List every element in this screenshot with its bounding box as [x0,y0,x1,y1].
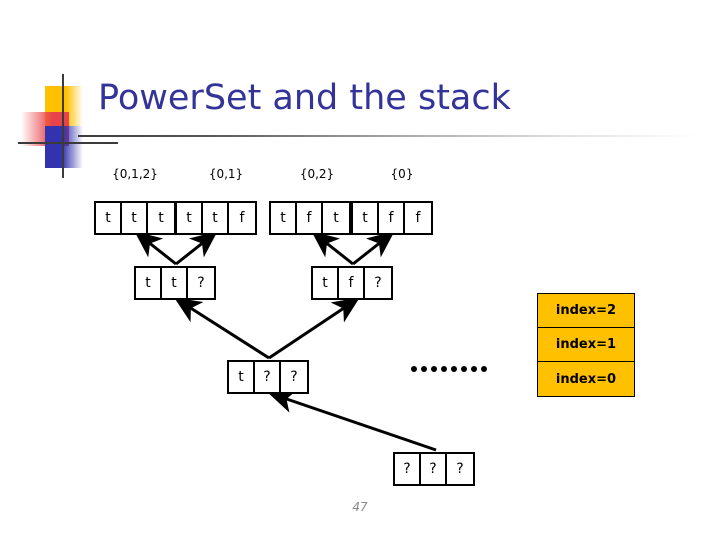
logo-blue-square [45,126,83,168]
ellipsis-dots [411,366,487,372]
cell: ? [395,454,421,484]
set-label-3: {0} [390,167,414,181]
cell: ? [281,362,307,392]
cell: t [313,268,339,298]
cell-group-tf-unknown[interactable]: t f ? [311,266,393,300]
ellipsis-dot [461,366,467,372]
index-box-2: index=2 [538,294,634,328]
cell: t [148,203,174,233]
cell-group-t-unknown-unknown[interactable]: t ? ? [227,360,309,394]
arrow-tt-to-set012 [134,231,177,266]
cell: t [177,203,203,233]
cell: ? [421,454,447,484]
cell-group-set-0-2[interactable]: t f t [269,201,351,235]
index-box-1: index=1 [538,328,634,362]
cell-group-tt-unknown[interactable]: t t ? [134,266,216,300]
ellipsis-dot [441,366,447,372]
cell: ? [188,268,214,298]
cell: ? [255,362,281,392]
cell: f [297,203,323,233]
cell: t [229,362,255,392]
logo-horizontal-line [18,142,118,144]
set-label-1: {0,1} [208,167,244,181]
arrow-t-to-tf [268,297,360,360]
cell: f [229,203,255,233]
cell: t [122,203,148,233]
set-label-2: {0,2} [299,167,335,181]
ellipsis-dot [411,366,417,372]
ellipsis-dot [471,366,477,372]
set-label-0: {0,1,2} [112,167,158,181]
cell: t [271,203,297,233]
ellipsis-dot [451,366,457,372]
cell: t [96,203,122,233]
arrow-empty-to-t [267,389,437,452]
cell: t [353,203,379,233]
arrow-tt-to-set01 [175,231,218,266]
cell: t [136,268,162,298]
cell: t [203,203,229,233]
cell: f [405,203,431,233]
page-title: PowerSet and the stack [98,78,511,118]
ellipsis-dot [421,366,427,372]
cell-group-set-0-1-2[interactable]: t t t [94,201,176,235]
cell: f [339,268,365,298]
ellipsis-dot [431,366,437,372]
page-number: 47 [352,500,368,514]
title-divider [78,135,698,137]
ellipsis-dot [481,366,487,372]
arrow-tf-to-set02 [311,231,354,266]
cell: ? [447,454,473,484]
arrow-tf-to-set0 [352,231,395,266]
cell: ? [365,268,391,298]
cell-group-set-0-1[interactable]: t t f [175,201,257,235]
cell: f [379,203,405,233]
slide-logo-decoration [18,74,118,178]
index-box-0: index=0 [538,362,634,396]
index-stack: index=2 index=1 index=0 [537,293,635,397]
cell-group-set-0[interactable]: t f f [351,201,433,235]
cell: t [162,268,188,298]
logo-vertical-line [62,74,64,178]
cell-group-all-unknown[interactable]: ? ? ? [393,452,475,486]
arrow-t-to-tt [174,297,270,360]
cell: t [323,203,349,233]
